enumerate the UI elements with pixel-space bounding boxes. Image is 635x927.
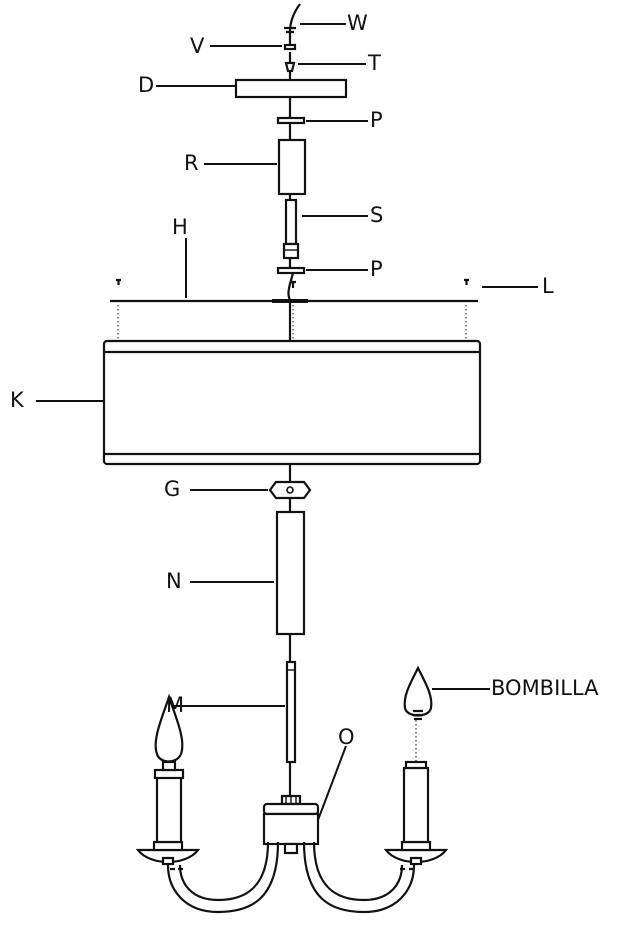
right-bobeche [383, 840, 449, 866]
label-r: R [184, 151, 199, 175]
part-m-rod [285, 660, 297, 764]
label-k: K [10, 388, 25, 412]
label-t: T [367, 51, 381, 75]
part-h-cross-bar [110, 299, 478, 303]
label-bombilla: BOMBILLA [491, 676, 599, 700]
left-candle-sleeve [153, 768, 185, 844]
part-g-coupling [268, 480, 312, 500]
right-candle-sleeve [402, 760, 430, 844]
part-p-upper-washer [276, 116, 306, 125]
part-t-nut [284, 61, 296, 73]
part-l-screw-center [290, 280, 296, 348]
part-s-nipple [282, 198, 300, 260]
part-w-hook [284, 26, 296, 34]
label-o: O [338, 725, 355, 749]
leader-lines [36, 23, 538, 821]
part-v-washer [283, 43, 297, 51]
part-k-shade [102, 339, 482, 466]
label-v: V [190, 34, 205, 58]
label-h: H [172, 215, 188, 239]
label-s: S [370, 203, 383, 227]
label-g: G [164, 477, 180, 501]
part-l-screw-right [464, 278, 469, 348]
label-d: D [138, 73, 154, 97]
part-bombilla-bulb [403, 665, 433, 721]
label-n: N [166, 569, 182, 593]
label-l: L [542, 274, 554, 298]
label-m: M [166, 693, 184, 717]
part-r-upper-stem [277, 138, 307, 196]
label-p-lower: P [370, 257, 383, 281]
part-n-lower-stem [275, 510, 306, 636]
part-p-lower-washer [276, 266, 306, 275]
right-arm [302, 841, 416, 914]
part-o-cluster [262, 762, 320, 855]
part-d-canopy [234, 78, 348, 99]
label-w: W [347, 11, 368, 35]
part-l-screw-left [116, 278, 121, 348]
label-p-upper: P [370, 108, 383, 132]
left-bulb [154, 693, 184, 772]
left-bobeche [135, 840, 201, 866]
left-arm [166, 841, 280, 914]
